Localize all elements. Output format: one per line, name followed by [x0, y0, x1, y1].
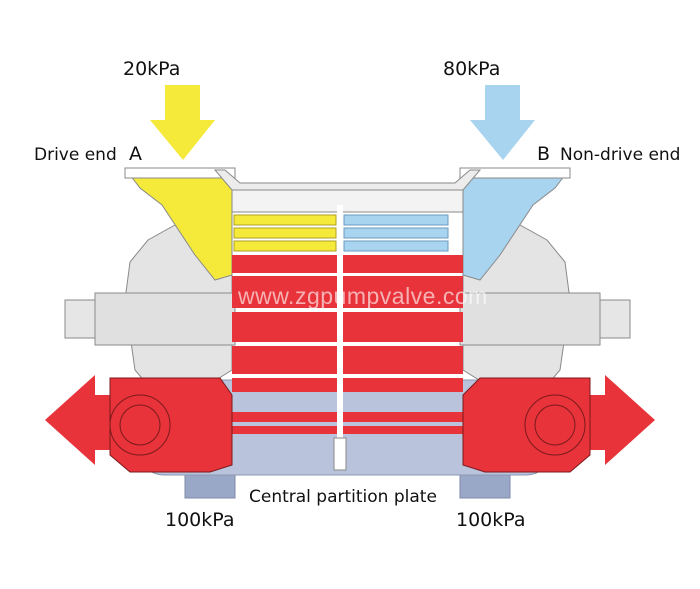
stage-a-upper: [234, 215, 336, 251]
outlet-left-pressure-label: 100kPa: [165, 509, 235, 531]
partition-label: Central partition plate: [249, 487, 437, 507]
inlet-b-arrow: [470, 85, 535, 160]
inlet-a-pressure-label: 20kPa: [123, 58, 180, 80]
inlet-a-arrow: [150, 85, 215, 160]
outlet-right-pressure-label: 100kPa: [456, 509, 526, 531]
drive-end-label: Drive end: [34, 145, 117, 165]
watermark: www.zgpumpvalve.com: [238, 283, 488, 310]
inlet-b-pressure-label: 80kPa: [443, 58, 500, 80]
top-bridge: [215, 170, 480, 212]
end-a-label: A: [129, 143, 142, 165]
stage-b-upper: [344, 215, 448, 251]
left-outlet: [45, 375, 232, 472]
end-b-label: B: [537, 143, 550, 165]
non-drive-end-label: Non-drive end: [560, 145, 680, 165]
right-outlet: [463, 375, 655, 472]
